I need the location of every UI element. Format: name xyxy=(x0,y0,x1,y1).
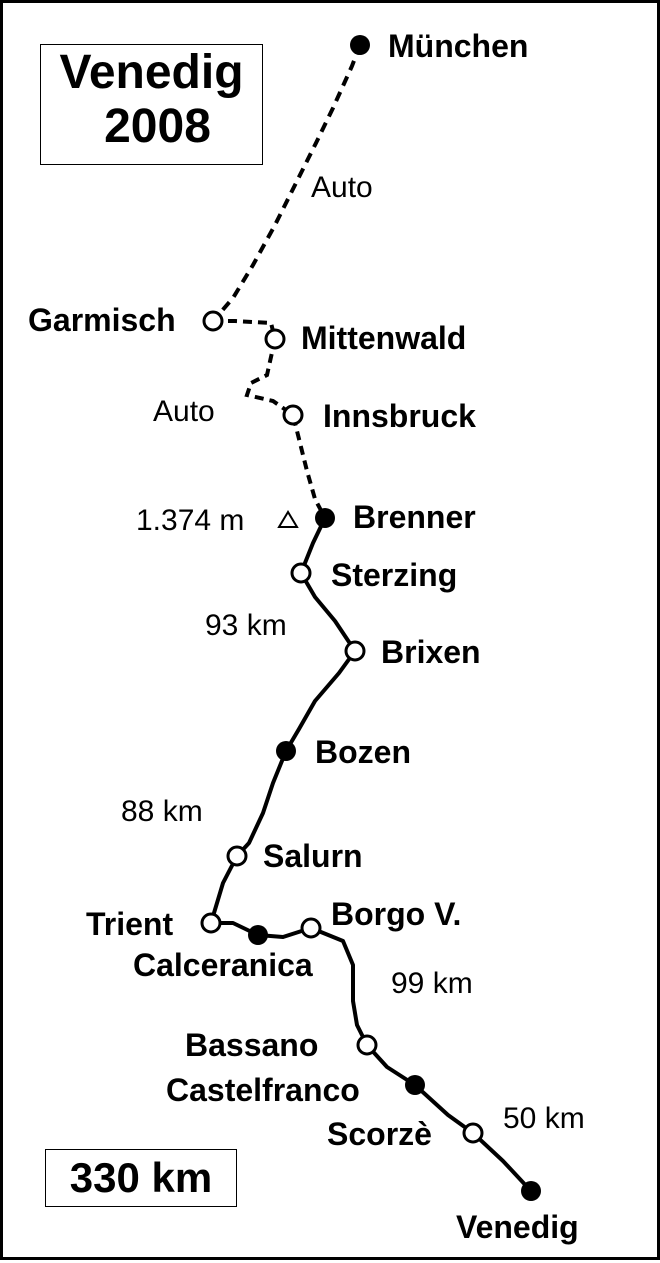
stop-venedig xyxy=(521,1181,541,1201)
pass-elevation-label: 1.374 m xyxy=(136,504,244,537)
city-label-sterzing: Sterzing xyxy=(331,557,457,593)
route-auto-garmisch-brenner xyxy=(213,319,327,519)
title-line-1: Venedig xyxy=(59,46,244,99)
stop-bassano xyxy=(356,1034,378,1056)
total-distance-box: 330 km xyxy=(45,1149,237,1207)
route-map: München Garmisch Mittenwald Innsbruck Br… xyxy=(28,28,585,1245)
stop-castelfranco xyxy=(405,1075,425,1095)
stop-bozen xyxy=(276,741,296,761)
city-label-mittenwald: Mittenwald xyxy=(301,320,466,356)
segment-label-88km: 88 km xyxy=(121,795,203,828)
stop-sterzing xyxy=(290,562,312,584)
segment-label-auto-2: Auto xyxy=(153,395,215,428)
city-label-brixen: Brixen xyxy=(381,634,481,670)
stop-salurn xyxy=(226,845,248,867)
stop-brenner xyxy=(315,508,335,528)
stop-garmisch xyxy=(202,310,224,332)
stop-mittenwald xyxy=(264,328,286,350)
city-label-salurn: Salurn xyxy=(263,838,363,874)
mountain-pass-triangle-icon xyxy=(277,510,299,528)
segment-label-93km: 93 km xyxy=(205,609,287,642)
city-label-venedig: Venedig xyxy=(456,1209,579,1245)
city-label-garmisch: Garmisch xyxy=(28,302,176,338)
city-label-bozen: Bozen xyxy=(315,734,411,770)
stop-calceranica xyxy=(248,925,268,945)
city-label-borgo-v: Borgo V. xyxy=(331,896,461,932)
city-label-innsbruck: Innsbruck xyxy=(323,398,476,434)
stop-innsbruck xyxy=(282,404,304,426)
city-label-muenchen: München xyxy=(388,28,528,64)
city-label-bassano: Bassano xyxy=(185,1027,318,1063)
stop-brixen xyxy=(344,640,366,662)
city-label-scorze: Scorzè xyxy=(327,1116,432,1152)
title-line-2: 2008 xyxy=(104,100,211,153)
city-label-trient: Trient xyxy=(86,906,173,942)
stop-muenchen xyxy=(350,35,370,55)
stop-scorze xyxy=(462,1122,484,1144)
title-box: Venedig 2008 xyxy=(40,44,263,165)
stop-trient xyxy=(200,912,222,934)
city-label-calceranica: Calceranica xyxy=(133,947,313,983)
city-label-brenner: Brenner xyxy=(353,499,476,535)
segment-label-50km: 50 km xyxy=(503,1102,585,1135)
segment-label-auto-1: Auto xyxy=(311,171,373,204)
city-label-castelfranco: Castelfranco xyxy=(166,1072,360,1108)
stop-borgo-v xyxy=(300,917,322,939)
route-auto-muenchen-garmisch xyxy=(211,44,362,323)
segment-label-99km: 99 km xyxy=(391,967,473,1000)
